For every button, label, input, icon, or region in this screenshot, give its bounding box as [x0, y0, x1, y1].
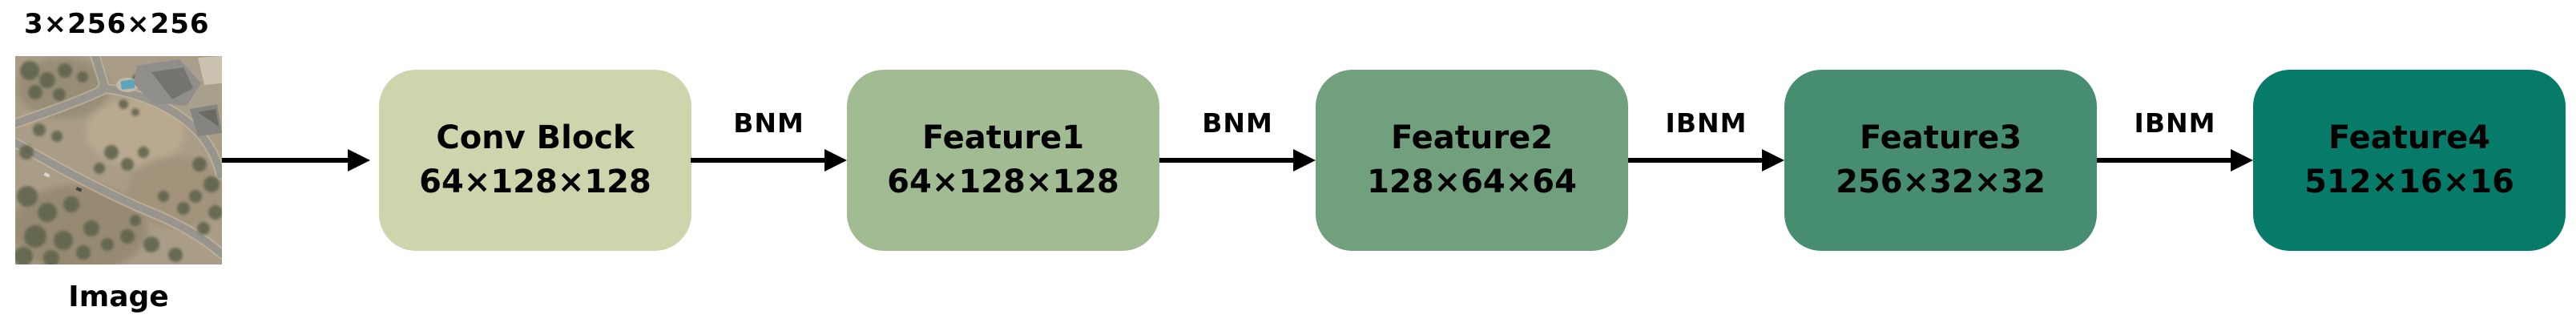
input-caption: Image — [68, 281, 169, 313]
block-feature2-dims: 128×64×64 — [1367, 164, 1577, 200]
arrow-label-bnm-1: BNM — [733, 107, 804, 139]
block-feature2: Feature2 128×64×64 — [1316, 70, 1628, 251]
arrow-ibnm-1 — [1628, 158, 1762, 163]
arrow-bnm-1-head — [824, 149, 847, 172]
arrow-bnm-2-head — [1293, 149, 1316, 172]
arrow-ibnm-1-head — [1762, 149, 1784, 172]
block-conv-name: Conv Block — [436, 119, 635, 156]
input-dims-label: 3×256×256 — [24, 8, 210, 40]
arrow-label-ibnm-1: IBNM — [1665, 107, 1748, 139]
arrow-label-ibnm-2: IBNM — [2134, 107, 2216, 139]
block-conv-dims: 64×128×128 — [419, 164, 651, 200]
aerial-photo — [15, 56, 222, 264]
block-conv: Conv Block 64×128×128 — [379, 70, 691, 251]
block-feature4: Feature4 512×16×16 — [2253, 70, 2566, 251]
block-feature4-dims: 512×16×16 — [2304, 164, 2514, 200]
block-feature3-name: Feature3 — [1859, 119, 2022, 156]
arrow-label-bnm-2: BNM — [1202, 107, 1273, 139]
arrow-bnm-2 — [1159, 158, 1293, 163]
arrow-ibnm-2 — [2097, 158, 2231, 163]
grain-texture — [15, 56, 222, 264]
block-feature1-name: Feature1 — [921, 119, 1085, 156]
block-feature4-name: Feature4 — [2328, 119, 2491, 156]
block-feature1: Feature1 64×128×128 — [847, 70, 1159, 251]
block-feature1-dims: 64×128×128 — [887, 164, 1119, 200]
arrow-ibnm-2-head — [2231, 149, 2253, 172]
block-feature2-name: Feature2 — [1390, 119, 1554, 156]
arrow-input — [222, 158, 348, 163]
arrow-input-head — [348, 149, 370, 172]
block-feature3-dims: 256×32×32 — [1836, 164, 2046, 200]
block-feature3: Feature3 256×32×32 — [1784, 70, 2097, 251]
arrow-bnm-1 — [691, 158, 824, 163]
